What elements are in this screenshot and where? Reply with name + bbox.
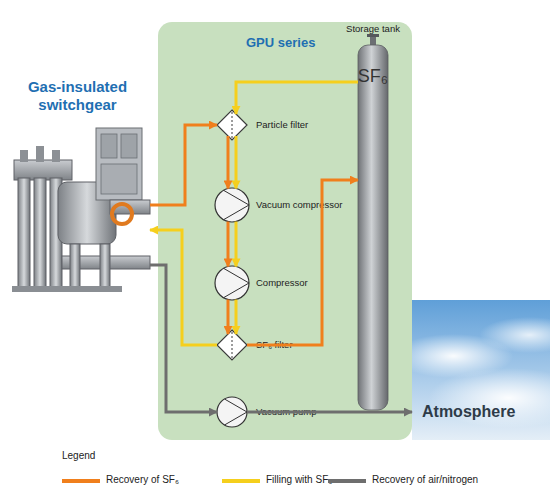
switchgear-unit: Gas-insulated switchgear: [5, 130, 150, 295]
control-cabinet: [96, 128, 142, 200]
insulator: [52, 150, 60, 162]
pump-symbol: [224, 268, 250, 297]
air-line: [247, 411, 412, 414]
compressor-circle: Vacuum compressor: [214, 187, 250, 223]
filling-line: [235, 136, 238, 188]
recovery-line: [227, 222, 230, 267]
unit-heading: Gas-insulated switchgear: [5, 78, 150, 114]
filling-line: [235, 222, 238, 267]
equipment-panel: GPU seriesParticle filterVacuum compress…: [158, 22, 412, 440]
valve-cap: [367, 34, 379, 37]
pump-outline: [215, 266, 249, 300]
filling-line: [150, 230, 217, 345]
legend-line: [62, 479, 100, 483]
circle-outline: [214, 265, 250, 301]
tank-label: Storage tank: [346, 23, 400, 34]
flange-ring: [112, 204, 132, 224]
tank-outline: [358, 40, 388, 410]
filter-outline: [217, 330, 247, 360]
atmosphere-label: Atmosphere: [422, 403, 515, 421]
circle-outline: [214, 187, 250, 223]
pump-outline: [215, 188, 249, 222]
pole-tube: [18, 178, 30, 288]
circle-outline: [216, 396, 248, 428]
cylinder-body: [358, 45, 388, 410]
pump-circle: Vacuum pump: [216, 396, 248, 428]
tank-valve: [370, 36, 376, 46]
storage-cylinder: Storage tankSF₆: [358, 40, 388, 410]
filter-diamond: SF₆ filter: [216, 329, 248, 361]
support-leg: [70, 244, 80, 290]
diamond-outline: [216, 109, 248, 141]
panel-title: GPU series: [246, 35, 315, 50]
pole-tube: [34, 178, 46, 288]
top-block: [14, 160, 72, 180]
insulator: [20, 150, 28, 162]
recovery-line: [247, 180, 358, 345]
component-label: Vacuum compressor: [256, 199, 342, 210]
recovery-line: [227, 136, 230, 188]
pump-symbol: [224, 190, 250, 219]
diamond-outline: [216, 329, 248, 361]
recovery-line: [150, 125, 217, 205]
cabinet-panel: [121, 134, 137, 158]
atmosphere-area: Atmosphere: [412, 300, 550, 440]
air-line: [150, 265, 217, 412]
insulator: [36, 146, 44, 162]
recovery-line: [227, 300, 230, 334]
legend-heading: Legend: [62, 450, 95, 461]
switchgear-body: [12, 128, 150, 292]
cabinet-panel: [101, 164, 137, 194]
pump-outline: [217, 397, 247, 427]
pump-symbol: [225, 399, 248, 425]
legend-line: [222, 479, 260, 483]
filter-outline: [217, 110, 247, 140]
gas-label: SF₆: [358, 66, 388, 87]
legend-text: Recovery of air/nitrogen: [372, 474, 478, 485]
component-label: SF₆ filter: [256, 339, 293, 350]
legend-line: [328, 479, 366, 483]
filling-line: [236, 82, 358, 114]
compressor-circle: Compressor: [214, 265, 250, 301]
component-label: Vacuum pump: [256, 406, 317, 417]
filling-line: [235, 300, 238, 334]
legend-text: Filling with SF₆: [266, 474, 332, 485]
component-label: Particle filter: [256, 119, 308, 130]
support-leg: [100, 244, 110, 290]
filter-diamond: Particle filter: [216, 109, 248, 141]
legend-text: Recovery of SF₆: [106, 474, 179, 485]
cabinet-panel: [101, 134, 117, 158]
component-label: Compressor: [256, 277, 308, 288]
filter-element: [232, 332, 233, 358]
base-frame: [12, 286, 122, 292]
filter-element: [232, 112, 233, 138]
